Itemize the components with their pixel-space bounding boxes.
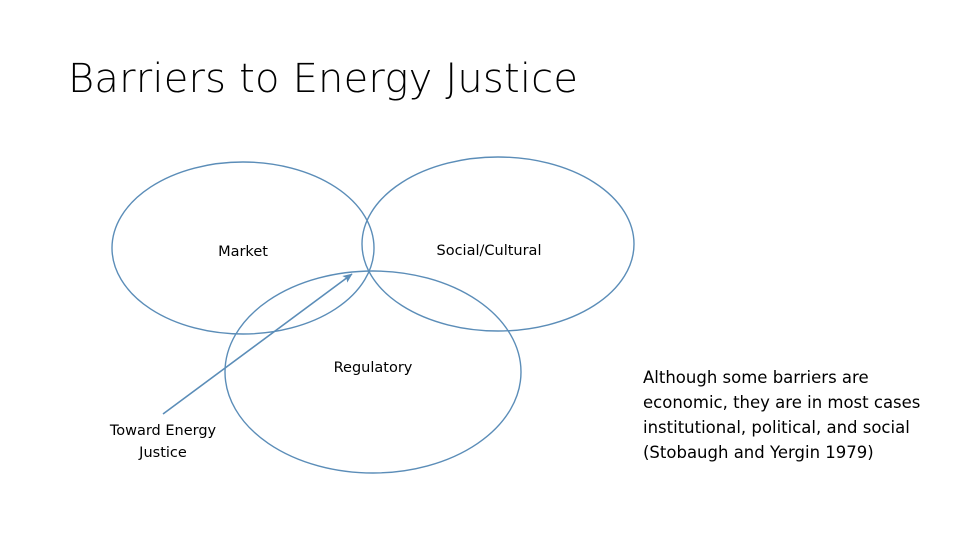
citation-note: Although some barriers are economic, the… <box>643 368 921 462</box>
ellipse-label-social-cultural: Social/Cultural <box>436 243 542 259</box>
ellipse-regulatory <box>224 270 522 474</box>
ellipse-social-cultural <box>361 156 635 332</box>
ellipse-market <box>111 161 375 335</box>
ellipse-label-market: Market <box>218 244 268 260</box>
toward-energy-justice-arrow <box>162 273 353 415</box>
arrow-label-toward-energy-justice: Toward Energy Justice <box>109 423 217 461</box>
page-title: Barriers to Energy Justice <box>68 56 579 102</box>
ellipse-label-regulatory: Regulatory <box>333 360 413 376</box>
